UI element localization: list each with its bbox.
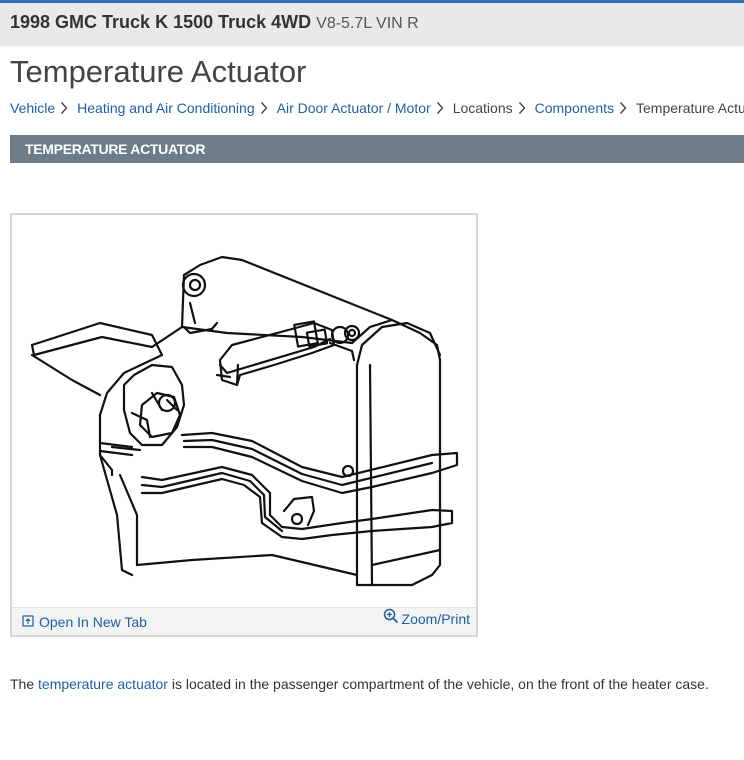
- engine-label: V8-5.7L VIN R: [316, 15, 419, 32]
- open-in-new-tab-button[interactable]: Open In New Tab: [22, 614, 147, 630]
- chevron-right-icon: [60, 101, 72, 115]
- vehicle-header-bar: 1998 GMC Truck K 1500 Truck 4WD V8-5.7L …: [0, 0, 744, 44]
- vehicle-title: 1998 GMC Truck K 1500 Truck 4WD V8-5.7L …: [10, 12, 419, 33]
- location-description: The temperature actuator is located in t…: [10, 676, 709, 692]
- breadcrumb: Vehicle Heating and Air Conditioning Air…: [10, 100, 744, 116]
- section-heading: TEMPERATURE ACTUATOR: [10, 135, 744, 163]
- breadcrumb-air-door-actuator[interactable]: Air Door Actuator / Motor: [276, 100, 431, 116]
- description-suffix: is located in the passenger compartment …: [167, 676, 709, 692]
- zoom-print-button[interactable]: Zoom/Print: [383, 608, 470, 627]
- chevron-right-icon: [619, 101, 631, 115]
- page-title: Temperature Actuator: [10, 54, 307, 89]
- breadcrumb-components[interactable]: Components: [534, 100, 615, 116]
- heater-case-diagram[interactable]: [12, 215, 476, 607]
- zoom-print-label: Zoom/Print: [401, 611, 470, 627]
- figure-card: Open In New Tab Zoom/Print: [10, 213, 478, 637]
- figure-toolbar: Open In New Tab Zoom/Print: [12, 607, 476, 635]
- chevron-right-icon: [260, 101, 272, 115]
- chevron-right-icon: [436, 101, 448, 115]
- breadcrumb-heating-ac[interactable]: Heating and Air Conditioning: [77, 100, 255, 116]
- chevron-right-icon: [518, 101, 530, 115]
- zoom-icon: [383, 608, 399, 627]
- open-in-new-tab-icon: [22, 614, 34, 630]
- temperature-actuator-link[interactable]: temperature actuator: [38, 676, 168, 692]
- open-in-new-tab-label: Open In New Tab: [39, 614, 147, 630]
- breadcrumb-locations: Locations: [452, 100, 513, 116]
- vehicle-name: 1998 GMC Truck K 1500 Truck 4WD: [10, 12, 312, 32]
- description-prefix: The: [10, 676, 39, 692]
- breadcrumb-vehicle[interactable]: Vehicle: [10, 100, 56, 116]
- breadcrumb-current: Temperature Actua: [636, 100, 744, 116]
